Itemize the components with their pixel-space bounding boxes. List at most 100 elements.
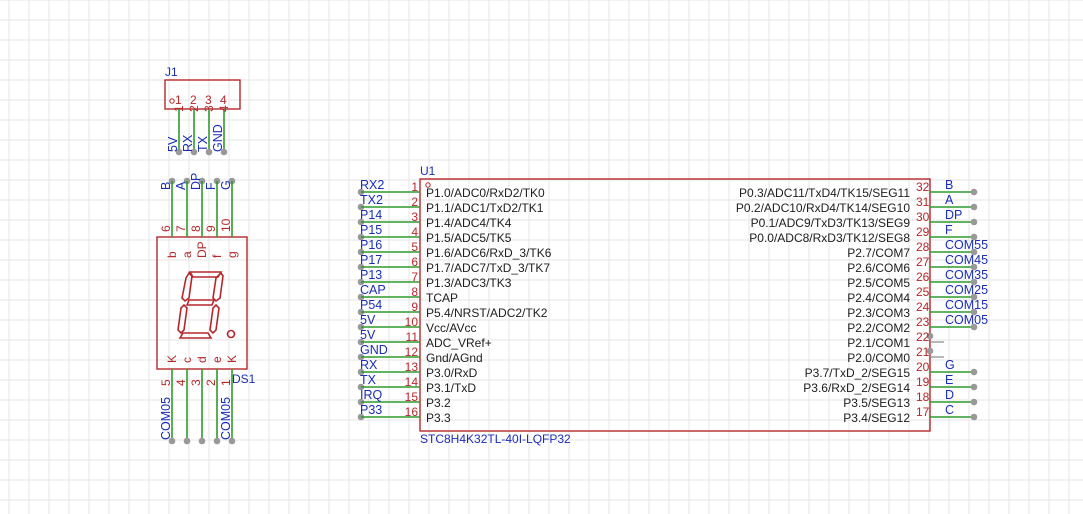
net-label: D [945, 388, 954, 402]
u1-pin-20-end [970, 368, 978, 376]
net-label: DP [945, 208, 962, 222]
u1-pin-17-end [970, 413, 978, 421]
pin-number: 3 [411, 210, 418, 224]
net-label: COM05 [945, 313, 988, 327]
net-label: TX [360, 373, 377, 387]
pin-name: P3.4/SEG12 [843, 411, 910, 425]
pin-name: P0.0/ADC8/RxD3/TK12/SEG8 [749, 231, 910, 245]
segment-a [188, 271, 223, 278]
pin-name: TCAP [426, 291, 458, 305]
pin-number: 13 [405, 360, 419, 374]
pin-number: 10 [405, 315, 419, 329]
pin-name: P1.7/ADC7/TxD_3/TK7 [426, 261, 550, 275]
pin-number-rotated: 2 [187, 105, 201, 112]
pin-name: P3.3 [426, 411, 451, 425]
segment-d [178, 332, 213, 339]
pin-number: 4 [220, 93, 227, 107]
j1-pin-4-end [220, 148, 228, 156]
u1-pin-21-end [926, 347, 934, 355]
net-label: C [945, 403, 954, 417]
pin-name: P3.2 [426, 396, 451, 410]
j1-designator: J1 [165, 65, 178, 79]
pin-number: 20 [916, 360, 930, 374]
j1-pin-2-end [190, 148, 198, 156]
u1-pin1-marker [425, 182, 431, 188]
net-label: A [945, 193, 954, 207]
pin-name: P3.6/RxD_2/SEG14 [803, 381, 910, 395]
pin-number: 10 [219, 218, 233, 232]
u1-pin-31-end [970, 203, 978, 211]
pin-name: P1.3/ADC3/TK3 [426, 276, 512, 290]
net-label: RX2 [360, 178, 384, 192]
u1-pin-28-end [970, 248, 978, 256]
pin-number: 27 [916, 255, 930, 269]
pin-number: 9 [204, 225, 218, 232]
net-label: GND [360, 343, 388, 357]
pin-name: Vcc/AVcc [426, 321, 476, 335]
pin-number: 9 [411, 300, 418, 314]
j1-pin1-marker [169, 98, 175, 104]
pin-number: 28 [916, 240, 930, 254]
net-label: CAP [360, 283, 386, 297]
net-label: RX [181, 134, 195, 152]
pin-number: 2 [411, 195, 418, 209]
net-label: 5V [360, 313, 376, 327]
pin-name: P3.7/TxD_2/SEG15 [805, 366, 911, 380]
u1-pin-19-end [970, 383, 978, 391]
segment-e [177, 303, 188, 335]
net-label: TX [196, 135, 210, 152]
segment-dp [226, 329, 236, 339]
u1-designator: U1 [420, 164, 436, 178]
pin-number: 2 [190, 93, 197, 107]
pin-number: 15 [405, 390, 419, 404]
pin-number: 7 [411, 270, 418, 284]
net-label: IRQ [360, 388, 383, 402]
pin-number: 11 [406, 330, 419, 344]
net-label: COM35 [945, 268, 988, 282]
pin-number: 1 [411, 180, 418, 194]
net-label: COM15 [945, 298, 988, 312]
segment-label: f [210, 254, 224, 258]
pin-name: P0.3/ADC11/TxD4/TK15/SEG11 [739, 186, 910, 200]
segment-f [181, 271, 193, 303]
pin-number: 31 [916, 195, 930, 209]
net-label: 5V [166, 136, 180, 152]
pin-name: P1.4/ADC4/TK4 [426, 216, 512, 230]
pin-number: 5 [411, 240, 418, 254]
pin-number: 8 [189, 225, 203, 232]
u1-pin-22-end [926, 332, 934, 340]
u1-pin-32-end [970, 188, 978, 196]
pin-name: P1.1/ADC1/TxD2/TK1 [426, 201, 544, 215]
pin-number: 8 [411, 285, 418, 299]
segment-label: K [165, 355, 179, 363]
pin-name: P2.0/COM0 [847, 351, 910, 365]
pin-number: 18 [916, 390, 930, 404]
net-label: B [159, 182, 173, 190]
pin-number-rotated: 1 [172, 105, 186, 112]
display-ds1[interactable]: DS1 B6bA7aDP8DPF9fG10gK5COM05c4d3e2K1COM… [156, 173, 256, 445]
pin-number: 29 [916, 225, 930, 239]
seven-segment-digit-icon [177, 271, 236, 339]
pin-name: Gnd/AGnd [426, 351, 483, 365]
segment-label: d [195, 356, 209, 363]
pin-number: 16 [405, 405, 419, 419]
net-label: RX [360, 358, 378, 372]
pin-name: P3.5/SEG13 [843, 396, 910, 410]
net-label: E [945, 373, 953, 387]
net-label: COM05 [159, 397, 173, 440]
pin-number: 3 [189, 379, 203, 386]
pin-number: 4 [411, 225, 418, 239]
pin-number: 24 [916, 300, 930, 314]
u1-pin-25-end [970, 293, 978, 301]
pin-number: 4 [174, 379, 188, 386]
pin-name: P1.6/ADC6/RxD_3/TK6 [426, 246, 552, 260]
net-label: COM45 [945, 253, 988, 267]
net-label: P54 [360, 298, 382, 312]
